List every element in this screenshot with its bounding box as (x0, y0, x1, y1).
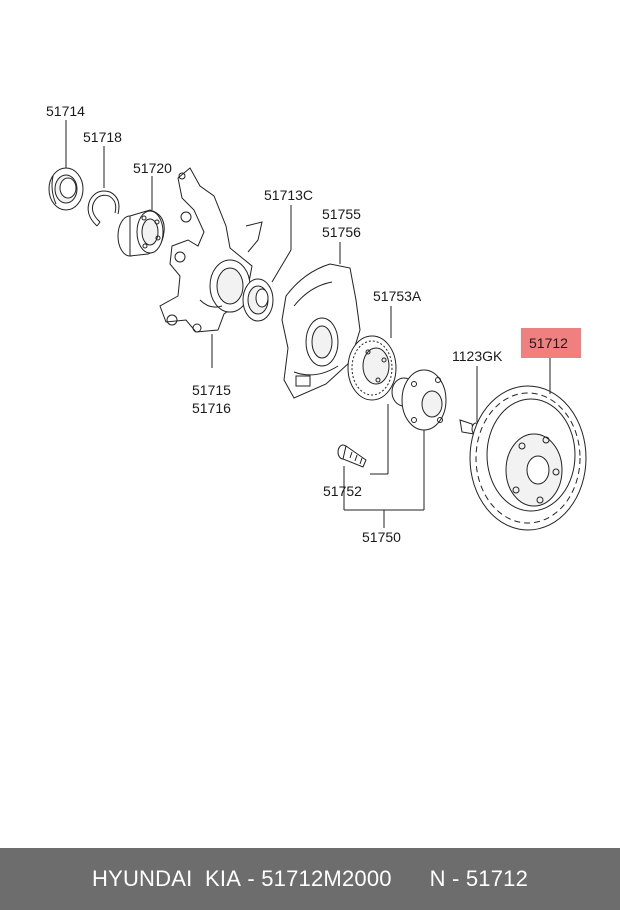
highlight-box (521, 328, 581, 358)
footer-brand: HYUNDAI KIA (91, 866, 242, 891)
hub-bolt-drawing (337, 444, 367, 468)
exploded-parts-diagram: 51714 51718 51720 51713C 51755 51756 517… (46, 103, 587, 545)
oil-seal-drawing (48, 167, 84, 211)
label-51714: 51714 (46, 103, 85, 119)
label-1123GK: 1123GK (452, 348, 503, 364)
label-51712: 51712 (529, 335, 568, 351)
footer-part-number: 51712M2000 (261, 866, 392, 891)
label-51750: 51750 (362, 529, 401, 545)
label-51713C: 51713C (264, 187, 313, 203)
tone-wheel-drawing (347, 335, 397, 401)
label-51756: 51756 (322, 224, 361, 240)
part-number-footer: HYUNDAI KIA - 51712M2000 N - 51712 (0, 848, 620, 910)
snap-ring-drawing (87, 190, 120, 227)
steering-knuckle-drawing (159, 167, 263, 333)
label-51720: 51720 (133, 160, 172, 176)
footer-separator: - (241, 866, 262, 891)
dust-cover-ring-drawing (242, 278, 274, 322)
footer-ref-prefix: N (429, 866, 446, 891)
label-51752: 51752 (323, 483, 362, 499)
wheel-hub-drawing (391, 369, 447, 431)
label-51716: 51716 (192, 400, 231, 416)
label-51753A: 51753A (373, 288, 422, 304)
wheel-bearing-drawing (117, 209, 165, 257)
brake-disc-drawing (469, 385, 587, 531)
footer-gap (392, 866, 430, 892)
dust-shield-drawing (281, 263, 361, 399)
label-51755: 51755 (322, 206, 361, 222)
label-51718: 51718 (83, 129, 122, 145)
footer-ref-number: 51712 (465, 866, 529, 891)
footer-separator-2: - (445, 866, 466, 891)
label-51715: 51715 (192, 382, 231, 398)
